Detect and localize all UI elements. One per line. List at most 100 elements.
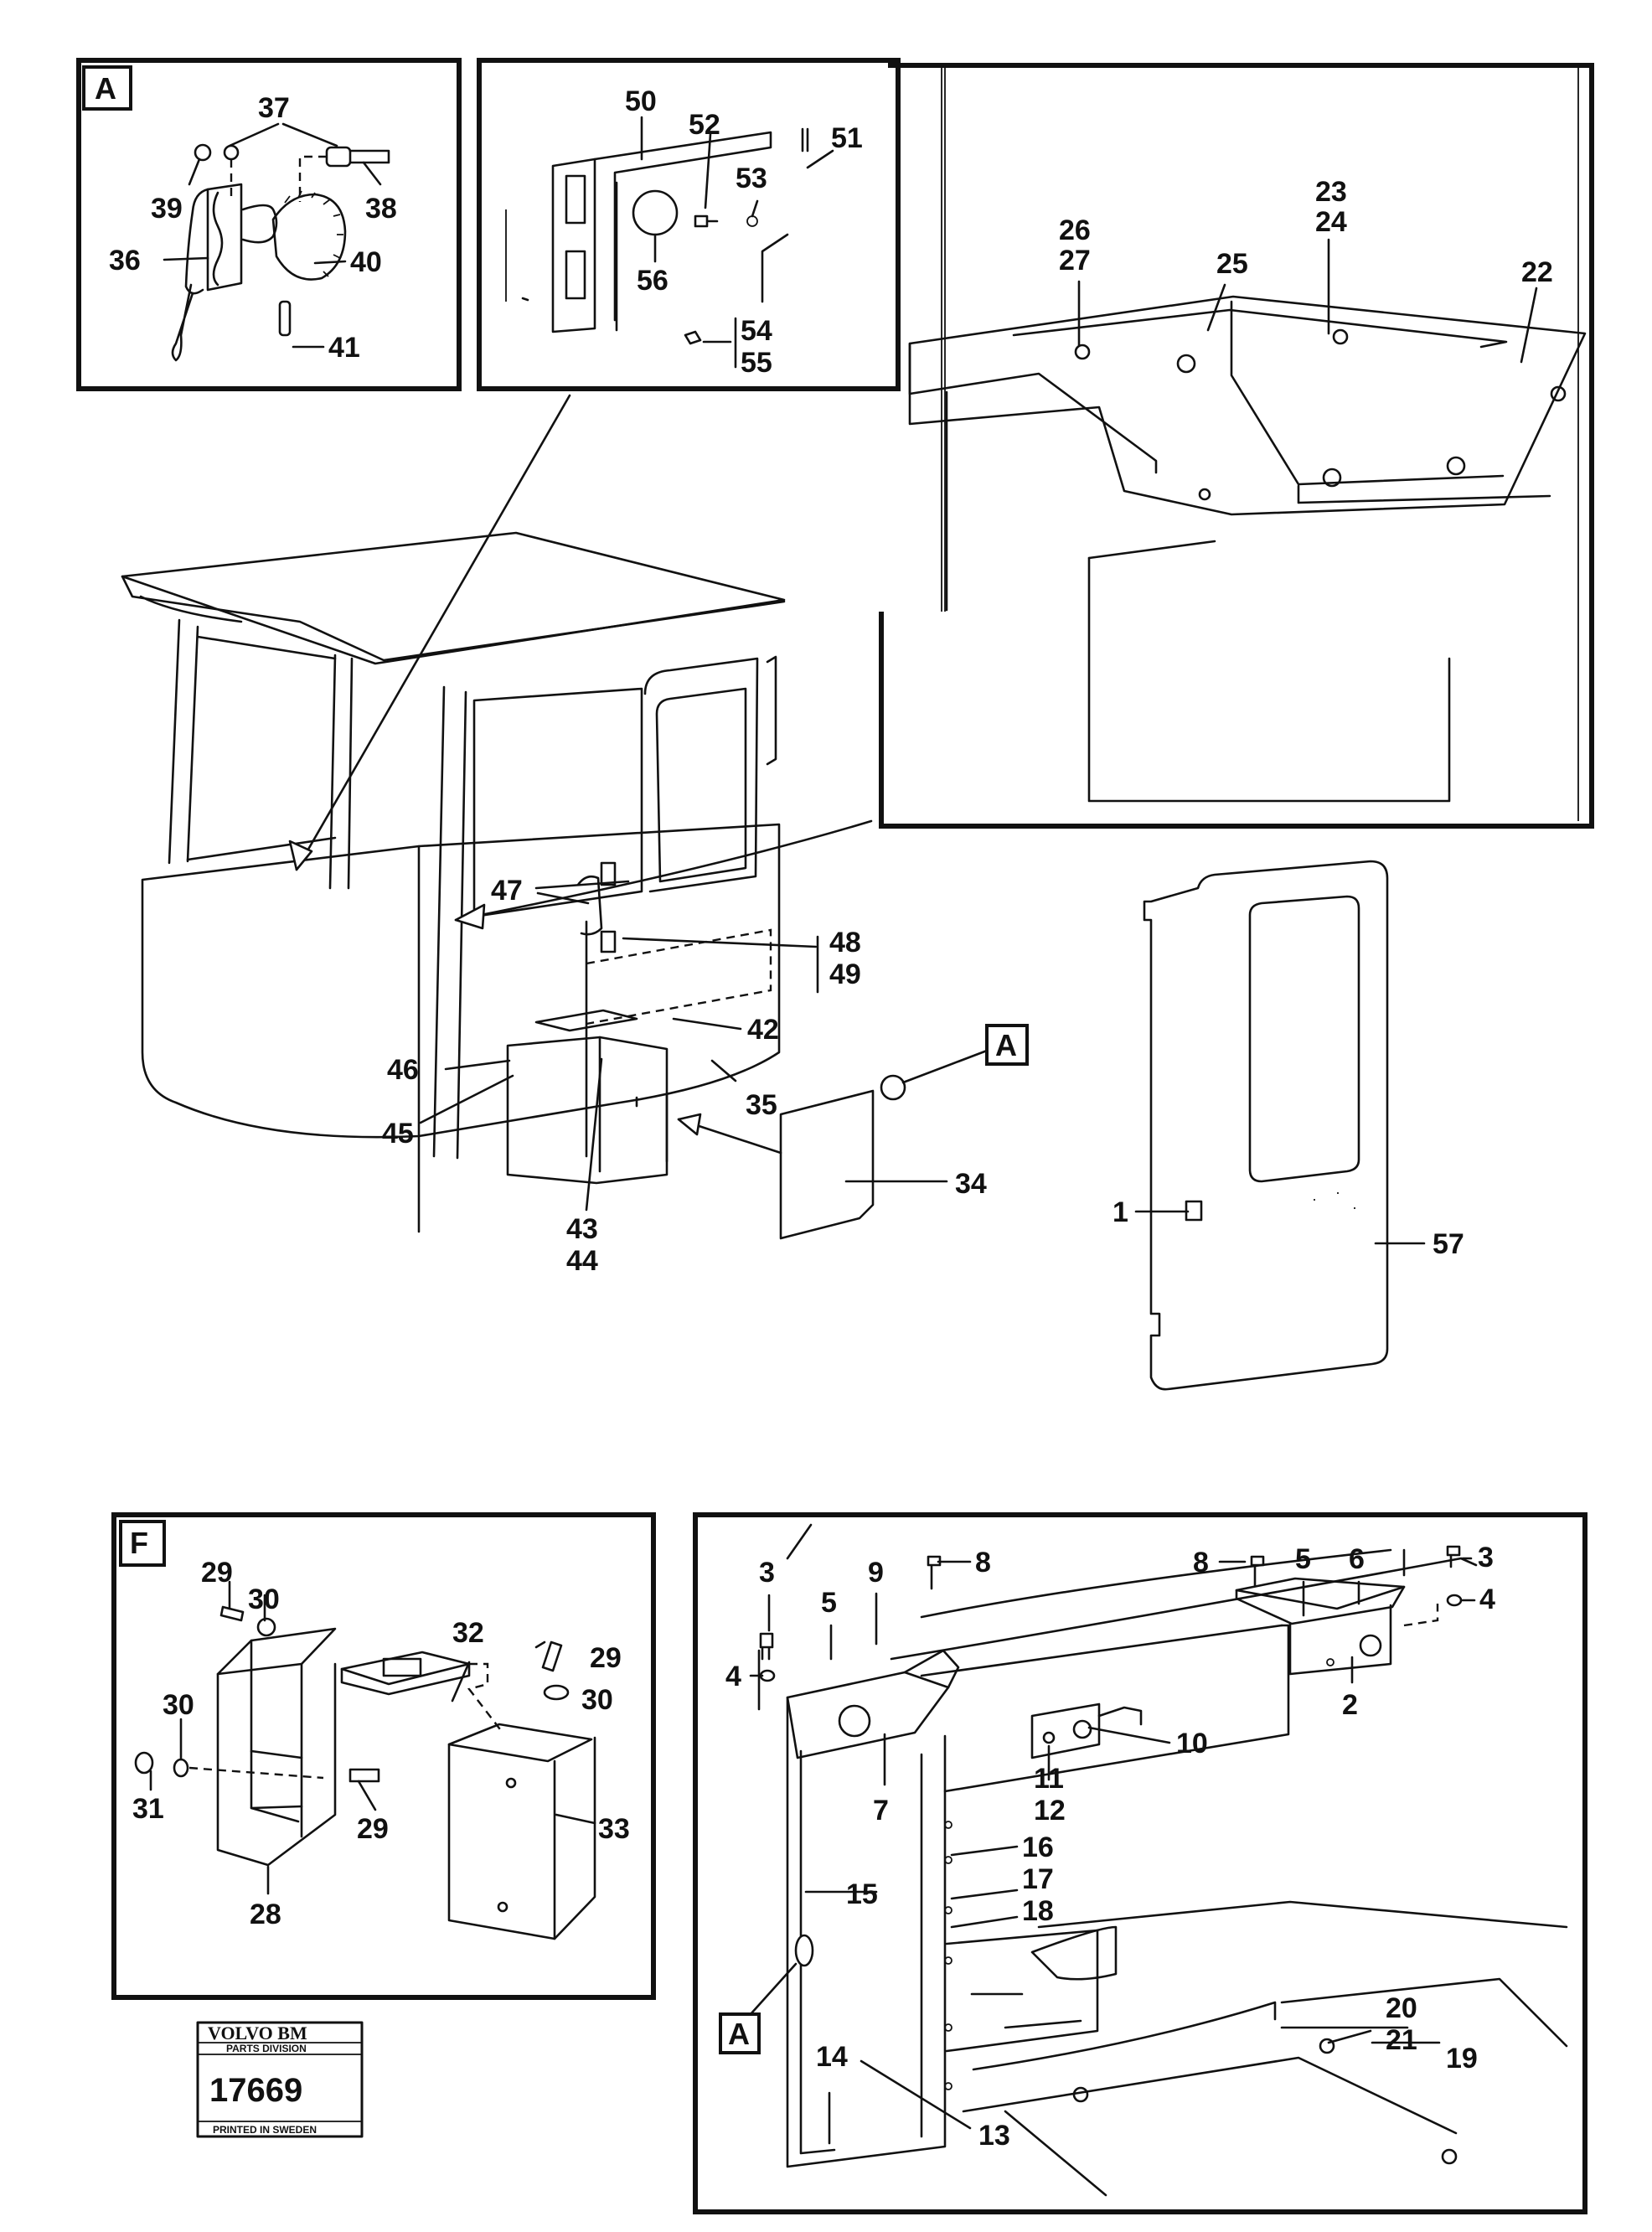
label-37: 37 <box>258 92 290 124</box>
console-f-drawing <box>216 1627 596 1940</box>
cab-leaders <box>419 891 948 1212</box>
label-16: 16 <box>1022 1832 1054 1863</box>
label-14: 14 <box>816 2041 848 2073</box>
stamp-printed: PRINTED IN SWEDEN <box>213 2124 317 2136</box>
console-f-fasteners <box>134 1605 570 1783</box>
lock-detail-panel: A 37 39 38 36 4 <box>76 58 462 391</box>
label-57: 57 <box>1433 1228 1464 1260</box>
label-3-left: 3 <box>759 1557 775 1589</box>
floor-panel-detail: A 3 9 8 5 4 8 5 6 3 4 2 10 11 12 7 16 17… <box>693 1512 1587 2214</box>
label-3-right: 3 <box>1478 1542 1494 1573</box>
label-8-right: 8 <box>1193 1547 1209 1578</box>
label-39: 39 <box>151 193 183 225</box>
label-13: 13 <box>978 2120 1010 2152</box>
parts-stamp: VOLVO BM PARTS DIVISION 17669 PRINTED IN… <box>196 2021 364 2138</box>
bracket-detail-frame <box>477 58 901 391</box>
label-17: 17 <box>1022 1863 1054 1895</box>
label-5-right: 5 <box>1295 1543 1311 1575</box>
label-54: 54 <box>741 315 772 347</box>
label-26: 26 <box>1059 214 1091 246</box>
stamp-number: 17669 <box>209 2072 302 2109</box>
stamp-division: PARTS DIVISION <box>226 2043 307 2054</box>
label-47: 47 <box>491 875 523 907</box>
label-5-left: 5 <box>821 1587 837 1619</box>
console-f-tag-box <box>119 1520 166 1567</box>
roof-detail-frame <box>879 63 1594 829</box>
cab-tag-box <box>985 1024 1029 1066</box>
bracket-leaders <box>640 116 834 369</box>
label-23: 23 <box>1315 176 1347 208</box>
console-f-leaders <box>149 1580 596 1895</box>
label-38: 38 <box>365 193 397 225</box>
floor-panel-drawing <box>749 1523 1568 2197</box>
label-44: 44 <box>566 1245 598 1277</box>
label-45: 45 <box>382 1118 414 1150</box>
label-36: 36 <box>109 245 141 276</box>
cab-tag: A <box>995 1028 1017 1062</box>
label-8-center: 8 <box>975 1547 991 1578</box>
label-40: 40 <box>350 246 382 278</box>
label-43: 43 <box>566 1213 598 1245</box>
label-12: 12 <box>1034 1795 1066 1826</box>
label-6: 6 <box>1349 1543 1365 1575</box>
label-31: 31 <box>132 1793 164 1825</box>
console-f-panel: F <box>111 1512 656 2000</box>
label-29-top: 29 <box>201 1557 233 1589</box>
stamp-brand: VOLVO BM <box>208 2023 307 2043</box>
label-52: 52 <box>689 109 720 141</box>
label-19: 19 <box>1446 2043 1478 2074</box>
lock-detail-frame <box>76 58 462 391</box>
label-51: 51 <box>831 122 863 154</box>
floor-panel-tag: A <box>728 2017 750 2051</box>
label-46: 46 <box>387 1054 419 1086</box>
label-29-right: 29 <box>590 1642 622 1674</box>
lock-detail-tag: A <box>95 71 116 106</box>
label-9: 9 <box>868 1557 884 1589</box>
bracket-drawing <box>505 127 809 345</box>
cab-roof <box>121 531 786 665</box>
cab-drawing <box>121 394 989 1240</box>
roof-detail-panel: 23 24 26 27 25 22 <box>879 63 1594 829</box>
label-15: 15 <box>846 1878 878 1910</box>
label-21: 21 <box>1386 2024 1417 2056</box>
label-42: 42 <box>747 1014 779 1046</box>
label-27: 27 <box>1059 245 1091 276</box>
label-2: 2 <box>1342 1689 1358 1721</box>
roof-console-drawing <box>908 295 1587 803</box>
lock-detail-tag-box <box>82 65 132 111</box>
label-56: 56 <box>637 265 669 297</box>
bracket-detail-panel: 50 52 51 53 56 54 55 <box>477 58 901 391</box>
label-7: 7 <box>873 1795 889 1826</box>
label-33: 33 <box>598 1813 630 1845</box>
label-20: 20 <box>1386 1992 1417 2024</box>
console-f-tag: F <box>130 1526 148 1560</box>
label-1: 1 <box>1113 1196 1128 1228</box>
label-50: 50 <box>625 85 657 117</box>
door-leaders <box>1134 1210 1426 1245</box>
label-30-left: 30 <box>163 1689 194 1721</box>
label-28: 28 <box>250 1899 281 1930</box>
label-55: 55 <box>741 347 772 379</box>
label-34: 34 <box>955 1168 987 1200</box>
label-25: 25 <box>1216 248 1248 280</box>
label-32: 32 <box>452 1617 484 1649</box>
label-10: 10 <box>1176 1728 1208 1759</box>
console-f-frame <box>111 1512 656 2000</box>
label-30-right: 30 <box>581 1684 613 1716</box>
label-48: 48 <box>829 927 861 958</box>
floor-panel-leaders <box>749 1557 1476 2145</box>
label-41: 41 <box>328 332 360 364</box>
label-4-right: 4 <box>1479 1584 1495 1615</box>
label-49: 49 <box>829 958 861 990</box>
floor-panel-tag-box <box>719 2012 761 2054</box>
label-11: 11 <box>1034 1763 1064 1795</box>
label-18: 18 <box>1022 1895 1054 1927</box>
roof-leaders <box>1077 238 1538 364</box>
label-53: 53 <box>736 163 767 194</box>
label-4-left: 4 <box>725 1661 741 1692</box>
label-22: 22 <box>1521 256 1553 288</box>
floor-panel-frame <box>693 1512 1587 2214</box>
lock-leaders <box>163 122 382 349</box>
label-24: 24 <box>1315 206 1347 238</box>
